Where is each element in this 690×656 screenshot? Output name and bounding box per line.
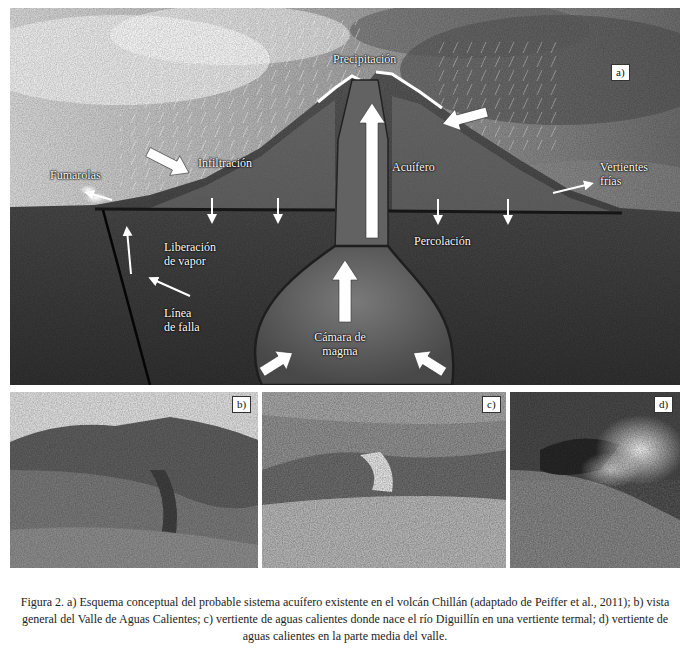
panel-tag: b) xyxy=(237,398,246,410)
figure-label-holder: Acuífero xyxy=(392,160,435,174)
figure-label-holder: Percolación xyxy=(414,234,471,248)
figure-label: Fumarolas xyxy=(50,168,101,182)
panel-tag: d) xyxy=(659,398,668,410)
caption-holder: Figura 2. a) Esquema conceptual del prob… xyxy=(12,594,678,645)
figure-label: Línea de falla xyxy=(164,306,200,334)
figure-caption: Figura 2. a) Esquema conceptual del prob… xyxy=(21,595,669,643)
figure-label-holder: Infiltración xyxy=(198,156,252,170)
figure-label: Vertientes frías xyxy=(600,160,648,188)
figure-label-holder: Precipitación xyxy=(333,52,396,66)
figure-label: Acuífero xyxy=(392,160,435,174)
figure-label-holder: Línea de falla xyxy=(164,306,204,334)
figure-label: Infiltración xyxy=(198,156,252,170)
panel-tag-holder: b) xyxy=(232,396,251,413)
panel-tag-holder: c) xyxy=(482,396,501,413)
panel-tag: a) xyxy=(616,66,625,78)
figure-label-holder: Vertientes frías xyxy=(600,160,658,188)
figure-label: Cámara de magma xyxy=(314,330,366,358)
panel-tag-holder: d) xyxy=(654,396,673,413)
figure-label-holder: Cámara de magma xyxy=(300,330,380,358)
figure-label-holder: Fumarolas xyxy=(50,168,101,182)
figure-label: Precipitación xyxy=(333,52,396,66)
figure-label: Liberación de vapor xyxy=(164,240,216,268)
figure-label-holder: Liberación de vapor xyxy=(164,240,226,268)
panel-tag-holder: a) xyxy=(611,64,630,81)
figure-label: Percolación xyxy=(414,234,471,248)
panel-tag: c) xyxy=(487,398,496,410)
